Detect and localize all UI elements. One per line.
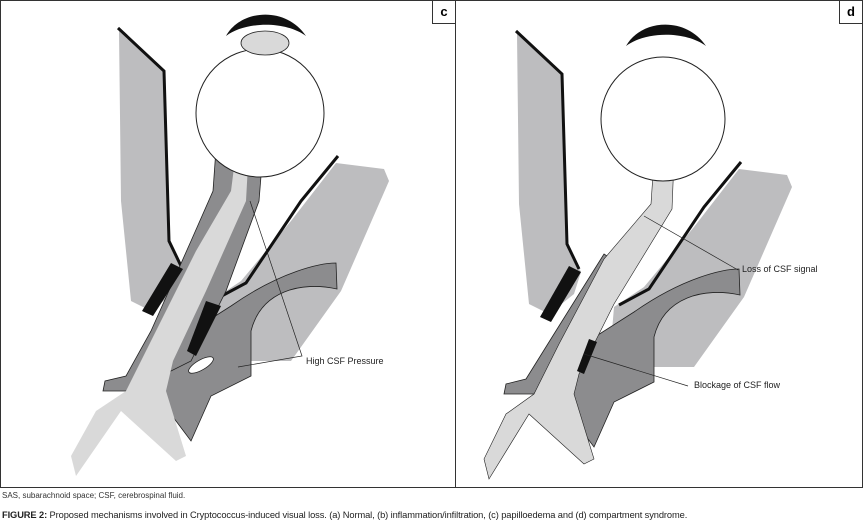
eyelid-crescent: [626, 24, 706, 46]
compartment-syndrome-diagram: [483, 24, 792, 480]
label-loss-of-csf-signal: Loss of CSF signal: [742, 264, 818, 274]
label-blockage-of-csf-flow: Blockage of CSF flow: [694, 380, 781, 390]
sheath-black-right: [187, 301, 221, 356]
panel-d: d Loss of CSF signal Blockage of CSF flo…: [455, 0, 863, 488]
panel-tag-c: c: [432, 1, 455, 24]
panel-c: c High CSF Pressure: [0, 0, 456, 488]
abbreviations-note: SAS, subarachnoid space; CSF, cerebrospi…: [2, 491, 186, 500]
bone-right: [563, 268, 741, 448]
caption-prefix: FIGURE 2:: [2, 510, 48, 520]
pointer-line: [237, 200, 303, 368]
orbit-wall-right-edge: [215, 155, 340, 301]
orbit-wall-left: [119, 31, 183, 311]
caption-text: Proposed mechanisms involved in Cryptoco…: [47, 510, 688, 520]
papilloedema-diagram: [71, 14, 389, 476]
sheath-black-left: [142, 263, 183, 316]
orbit-wall-right-edge: [618, 161, 743, 307]
orbit-wall-left-edge: [116, 26, 183, 267]
eyelid-crescent: [226, 14, 306, 36]
pointer-line-blockage: [583, 353, 689, 387]
optic-nerve: [483, 158, 675, 480]
pointer-line-loss: [643, 215, 739, 271]
label-high-csf-pressure: High CSF Pressure: [306, 356, 384, 366]
panel-tag-d: d: [839, 1, 862, 24]
sheath-black-left: [540, 266, 581, 322]
eyeball: [600, 56, 726, 182]
eyeball: [195, 48, 325, 178]
figure-caption: FIGURE 2: Proposed mechanisms involved i…: [2, 510, 687, 520]
orbit-wall-left-edge: [514, 29, 581, 270]
bone-right: [160, 262, 338, 442]
csf-space: [188, 356, 214, 374]
lens: [240, 30, 290, 56]
orbit-wall-left: [517, 34, 581, 314]
blockage-black: [577, 339, 597, 374]
optic-nerve: [71, 134, 250, 476]
